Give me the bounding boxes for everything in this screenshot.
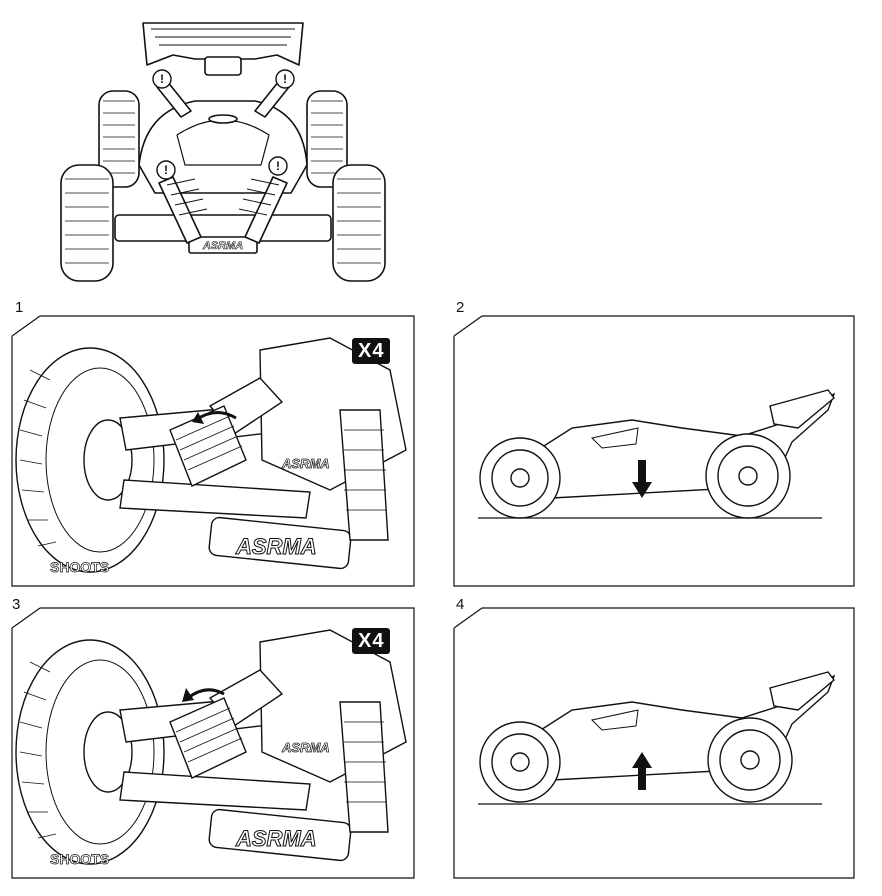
wheel-hub bbox=[83, 711, 133, 793]
step-number: 1 bbox=[15, 299, 24, 316]
step-1-panel: ASRMA ASRMA SHOOTS bbox=[11, 315, 415, 587]
front-bumper bbox=[208, 808, 352, 862]
shock-spring bbox=[169, 697, 247, 779]
quantity-badge: X4 bbox=[352, 628, 391, 654]
warning-markers bbox=[152, 69, 295, 180]
front-left-tire bbox=[60, 164, 114, 282]
warning-glyph: ! bbox=[283, 72, 287, 86]
arrow-up-icon bbox=[632, 752, 652, 790]
tire-brand-text: SHOOTS bbox=[50, 559, 109, 575]
step-number: 3 bbox=[12, 596, 21, 613]
shock-right bbox=[339, 701, 389, 833]
front-right-tire bbox=[332, 164, 386, 282]
step-number: 2 bbox=[456, 299, 465, 316]
warning-icon bbox=[152, 69, 172, 89]
hero-brand-text: ASRMA bbox=[202, 240, 243, 252]
step-number: 4 bbox=[456, 596, 465, 613]
rear-right-tire bbox=[306, 90, 348, 188]
tire-brand-text: SHOOTS bbox=[50, 851, 109, 867]
arrow-down-icon bbox=[632, 460, 652, 498]
suspension-arm-lower bbox=[119, 771, 311, 811]
step-4-panel bbox=[453, 607, 855, 879]
warning-glyph: ! bbox=[276, 159, 280, 173]
warning-icon bbox=[275, 69, 295, 89]
wheel-hub bbox=[83, 419, 133, 501]
shock-right bbox=[339, 409, 389, 541]
front-left-shock bbox=[158, 176, 202, 244]
step-2-panel bbox=[453, 315, 855, 587]
buggy-front-illustration: ASRMA ! ! ! ! bbox=[60, 22, 386, 282]
warning-icon bbox=[156, 160, 176, 180]
rear-left-tire bbox=[98, 90, 140, 188]
warning-glyph: ! bbox=[160, 72, 164, 86]
suspension-arm-lower bbox=[119, 479, 311, 519]
quantity-badge: X4 bbox=[352, 338, 391, 364]
rear-wing bbox=[142, 22, 304, 66]
front-right-shock bbox=[244, 176, 288, 244]
step-3-panel: ASRMA ASRMA SHOOTS bbox=[11, 607, 415, 879]
chassis-brand-text: ASRMA bbox=[281, 740, 330, 755]
bumper-brand-text: ASRMA bbox=[235, 826, 317, 851]
warning-icon bbox=[268, 156, 288, 176]
bumper-brand-text: ASRMA bbox=[235, 534, 317, 559]
chassis-brand-text: ASRMA bbox=[281, 456, 330, 471]
warning-glyph: ! bbox=[164, 163, 168, 177]
front-bumper bbox=[208, 516, 352, 570]
